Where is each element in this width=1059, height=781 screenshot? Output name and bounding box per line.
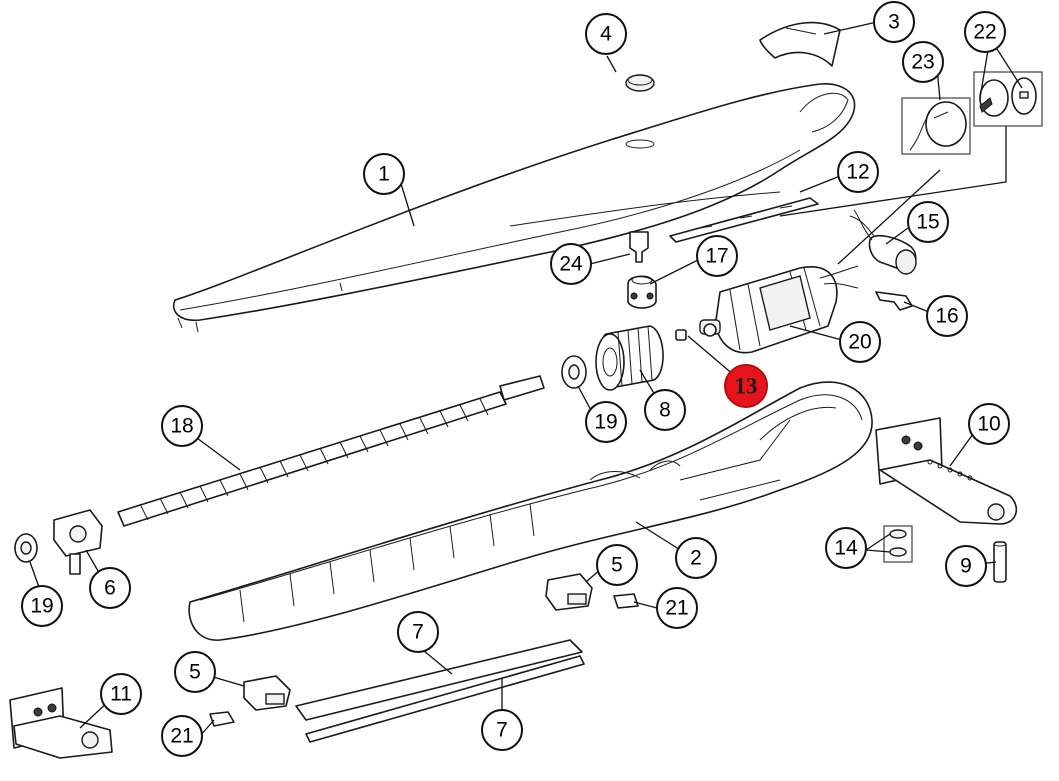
callout-label-15: 15 — [916, 211, 939, 234]
callout-24: 24 — [550, 243, 592, 285]
callout-label-7-lower: 7 — [496, 719, 508, 742]
worm-screw-threads — [139, 398, 489, 521]
part-control-board-lower — [243, 675, 291, 711]
callout-label-14: 14 — [834, 537, 858, 560]
part-rear-bracket — [875, 417, 1018, 525]
callout-label-5-upper: 5 — [611, 554, 623, 577]
part-button — [625, 74, 655, 92]
callout-label-24: 24 — [559, 253, 583, 276]
callout-label-16: 16 — [935, 305, 958, 328]
callout-label-19-upper: 19 — [594, 411, 617, 434]
callout-4: 4 — [585, 13, 627, 55]
part-control-board-upper — [545, 573, 593, 611]
part-bearing-lower — [14, 533, 38, 563]
callout-7-lower: 7 — [481, 709, 523, 751]
part-inset-22 — [973, 71, 1043, 127]
callout-14: 14 — [825, 527, 867, 569]
callout-label-7-upper: 7 — [412, 621, 424, 644]
callout-10: 10 — [968, 403, 1010, 445]
callout-label-3: 3 — [888, 11, 900, 34]
callout-3: 3 — [873, 1, 915, 43]
part-gear-wheel — [595, 325, 664, 391]
callout-9: 9 — [945, 545, 987, 587]
callout-20: 20 — [839, 321, 881, 363]
part-guide-profile-lower — [305, 655, 585, 743]
callout-label-19-lower: 19 — [30, 595, 53, 618]
callout-6: 6 — [89, 567, 131, 609]
part-connector-lower — [209, 711, 235, 727]
callout-5-upper: 5 — [596, 544, 638, 586]
callout-label-11: 11 — [110, 683, 132, 706]
part-front-joint — [53, 509, 103, 575]
callout-label-2: 2 — [690, 547, 702, 570]
callout-18: 18 — [161, 405, 203, 447]
part-washers — [883, 525, 913, 563]
callout-label-6: 6 — [104, 577, 116, 600]
callout-label-20: 20 — [848, 331, 871, 354]
part-motor-pinion — [675, 329, 687, 341]
callout-label-1: 1 — [378, 163, 390, 186]
callout-label-18: 18 — [170, 415, 193, 438]
callout-label-13: 13 — [735, 374, 758, 399]
part-end-cap — [759, 21, 841, 67]
part-gasket-strip — [669, 197, 819, 243]
callout-7-upper: 7 — [397, 611, 439, 653]
callout-label-21-lower: 21 — [170, 725, 193, 748]
bracket-holes — [927, 459, 973, 481]
part-worm-screw — [117, 375, 545, 527]
part-connector-upper — [613, 593, 639, 609]
callout-16: 16 — [926, 295, 968, 337]
callout-label-17: 17 — [705, 245, 728, 268]
part-guide-profile-upper — [295, 639, 583, 721]
callout-8: 8 — [644, 389, 686, 431]
callout-label-8: 8 — [659, 399, 671, 422]
callout-label-10: 10 — [977, 413, 1000, 436]
part-motor — [699, 265, 859, 354]
part-inset-23 — [901, 97, 971, 155]
part-bearing-upper — [561, 355, 587, 389]
part-front-bracket — [9, 687, 113, 759]
callout-2: 2 — [675, 537, 717, 579]
part-top-cover — [173, 83, 856, 333]
callout-22: 22 — [964, 11, 1006, 53]
callout-19-upper: 19 — [585, 401, 627, 443]
callout-label-5-lower: 5 — [189, 661, 201, 684]
callout-label-12: 12 — [846, 161, 869, 184]
callout-label-22: 22 — [973, 21, 996, 44]
callout-12: 12 — [837, 151, 879, 193]
callout-19-lower: 19 — [21, 585, 63, 627]
part-lower-housing — [188, 381, 873, 641]
callout-13-highlighted: 13 — [724, 364, 768, 408]
part-clip — [875, 291, 913, 311]
callout-label-9: 9 — [960, 555, 972, 578]
callout-23: 23 — [902, 41, 944, 83]
part-capacitor — [849, 209, 917, 275]
callout-5-lower: 5 — [174, 651, 216, 693]
part-release-key — [629, 231, 649, 263]
callout-15: 15 — [907, 201, 949, 243]
callout-17: 17 — [696, 235, 738, 277]
callout-21-upper: 21 — [656, 587, 698, 629]
callout-1: 1 — [363, 153, 405, 195]
callout-label-23: 23 — [911, 51, 934, 74]
callout-11: 11 — [100, 673, 142, 715]
callout-label-4: 4 — [600, 23, 612, 46]
part-release-mechanism — [627, 275, 657, 309]
callout-21-lower: 21 — [161, 715, 203, 757]
callout-label-21-upper: 21 — [665, 597, 688, 620]
